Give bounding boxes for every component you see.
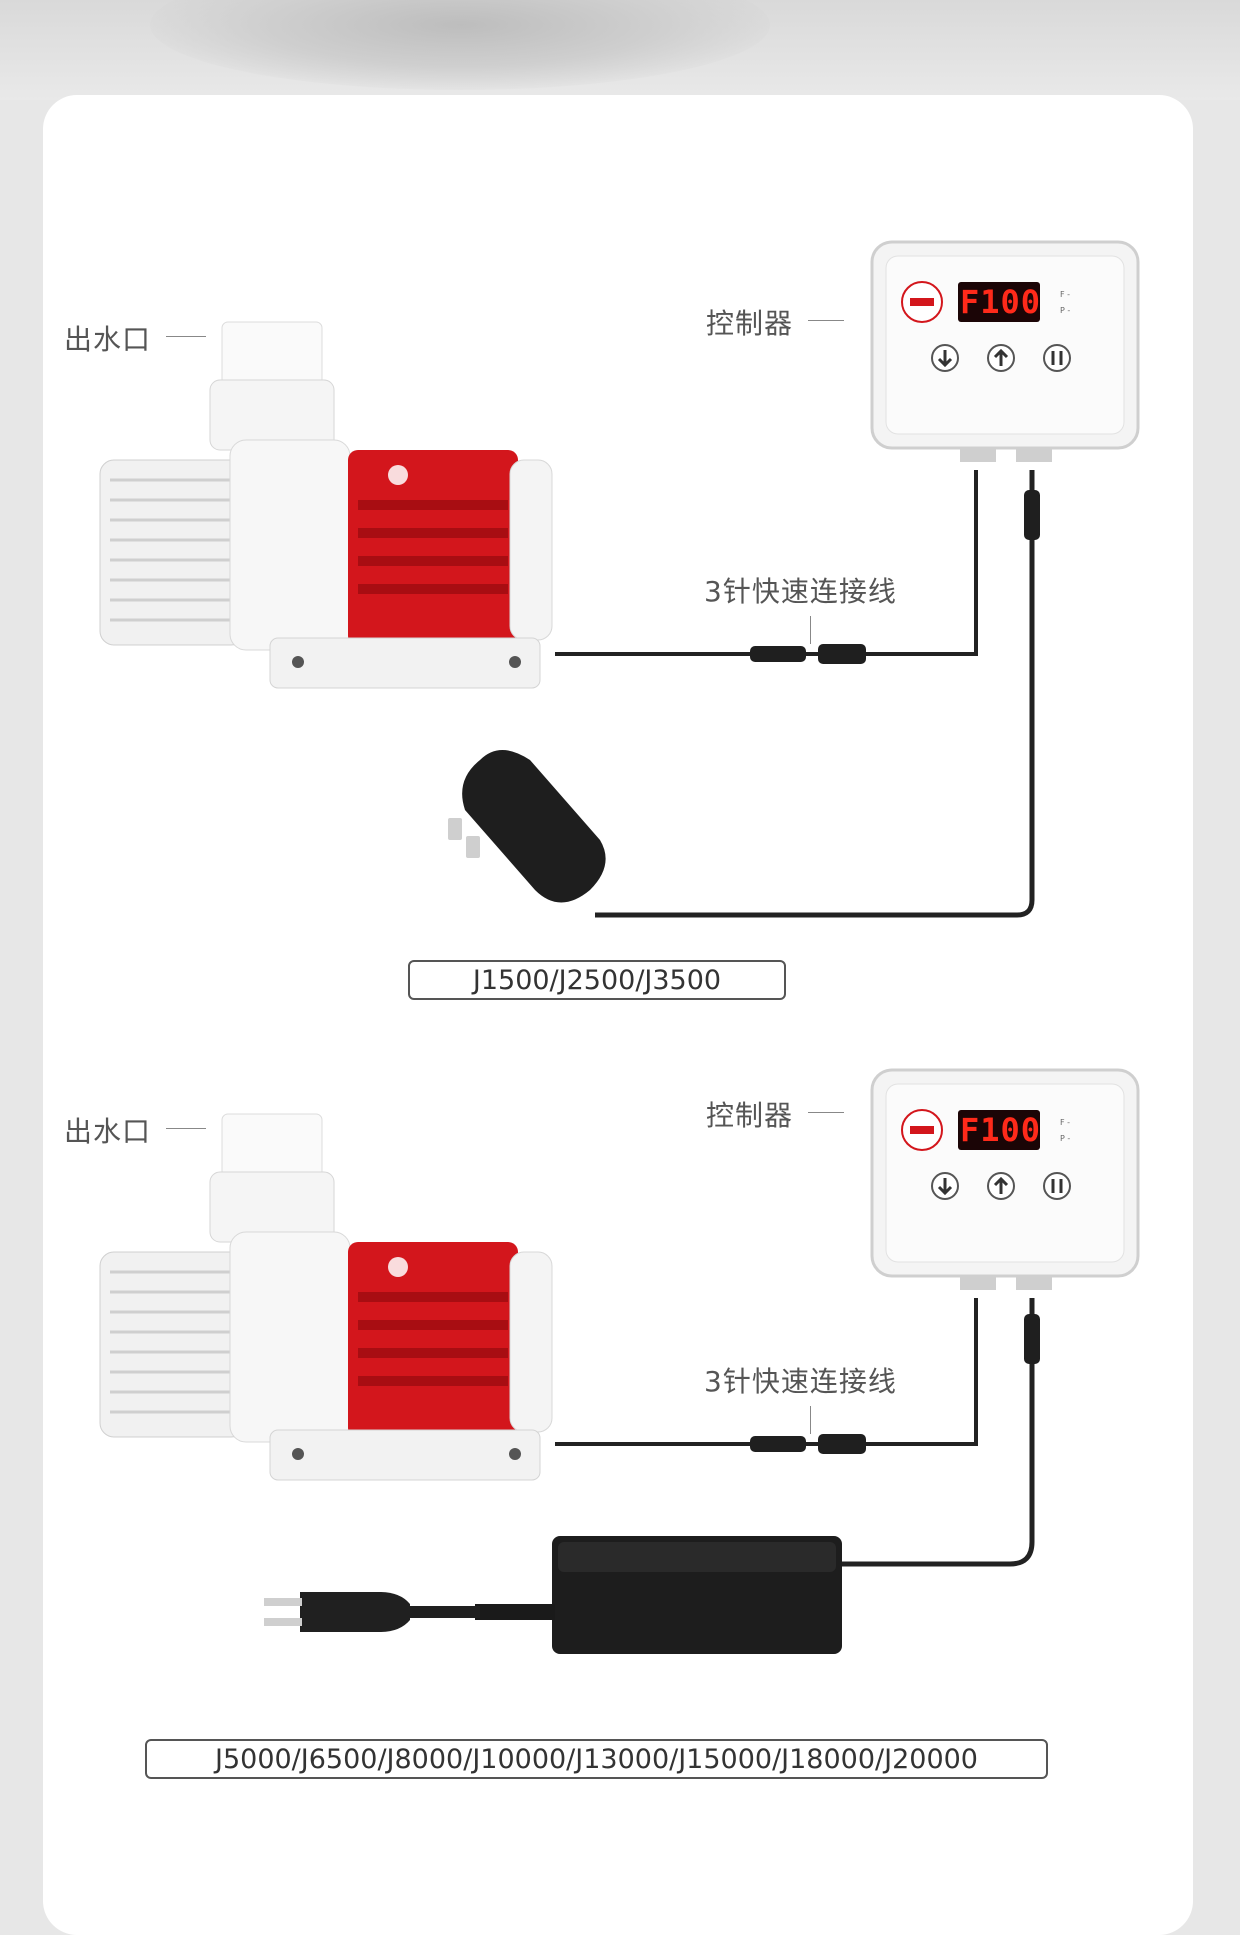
power-adapter-large [264,1536,842,1654]
controller-image: F - P - [870,1068,1140,1290]
svg-text:P -: P - [1060,1134,1070,1143]
controller-display: F100 [960,283,1042,321]
cable-label: 3针快速连接线 [704,1365,897,1398]
pump-image [99,321,553,689]
controller-label: 控制器 [706,1099,794,1132]
cable-label: 3针快速连接线 [704,575,897,608]
svg-text:F -: F - [1060,290,1070,299]
svg-text:P -: P - [1060,306,1070,315]
cable-lines [400,1298,1040,1617]
model-label-box: J1500/J2500/J3500 [408,960,786,1000]
controller-leader-line [808,1112,844,1113]
controller-display: F100 [960,1111,1042,1149]
controller-label: 控制器 [706,307,794,340]
power-adapter-small [448,750,606,903]
outlet-label: 出水口 [64,1115,152,1148]
controller-image: F - P - [870,240,1140,462]
svg-text:F -: F - [1060,1118,1070,1127]
cable-leader-line [810,616,811,644]
diagram-section-2: 出水口 控制器 3针快速连接线 F - P - [0,792,1240,1779]
diagram-section-1: 出水口 控制器 3针快速连接线 [0,0,1240,1000]
cable-leader-line [810,1406,811,1434]
outlet-label: 出水口 [64,323,152,356]
cable-lines [555,470,1040,918]
outlet-leader-line [166,336,206,337]
controller-leader-line [808,320,844,321]
pump-image [99,1113,553,1481]
model-label-box: J5000/J6500/J8000/J10000/J13000/J15000/J… [145,1739,1048,1779]
outlet-leader-line [166,1128,206,1129]
